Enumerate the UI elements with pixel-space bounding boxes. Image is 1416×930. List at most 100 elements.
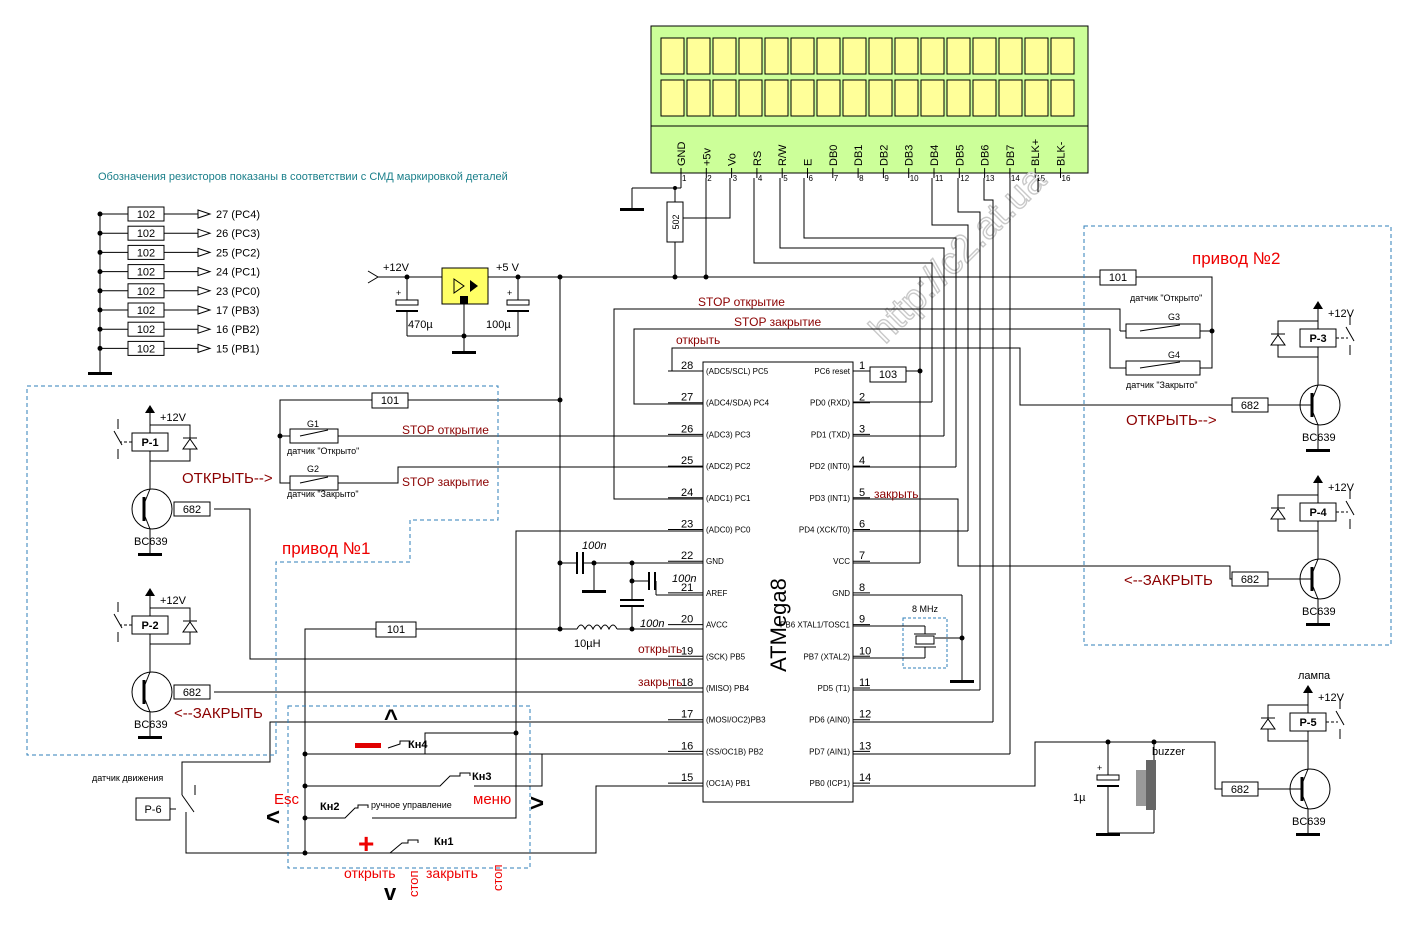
lcd-char-cell xyxy=(686,79,711,117)
mcu-pin-name: (ADC5/SCL) PC5 xyxy=(706,367,769,376)
resistor-value: 682 xyxy=(183,687,201,699)
transistor-label: BC639 xyxy=(134,536,168,548)
lcd-char-cell xyxy=(920,37,945,75)
drive1-title: привод №1 xyxy=(282,539,370,558)
mcu-pin-name: PD2 (INT0) xyxy=(810,462,851,471)
button-kn2: Кн2 xyxy=(320,801,339,813)
label-12v-in: +12V xyxy=(383,262,410,274)
key-stop-label-1: стоп xyxy=(406,870,421,897)
resistor-target: 15 (PB1) xyxy=(216,343,259,355)
mcu-pin-name: (SS/OC1B) PB2 xyxy=(706,747,764,756)
mcu-pin-name: GND xyxy=(832,589,850,598)
lcd-pin-name: DB0 xyxy=(828,145,840,166)
lcd-char-cell xyxy=(972,79,997,117)
mcu-pin-number: 14 xyxy=(859,772,871,784)
resistor-target: 17 (PB3) xyxy=(216,305,259,317)
lcd-pin-name: BLK- xyxy=(1056,141,1068,166)
mcu-pin-number: 28 xyxy=(681,360,693,372)
base-resistor xyxy=(1231,397,1269,413)
sensor-open-left: датчик "Открыто" xyxy=(287,446,359,456)
mcu-pin-number: 8 xyxy=(859,582,865,594)
key-stop-label-2: стоп xyxy=(490,864,505,891)
lcd-pin-name: DB4 xyxy=(929,145,941,166)
lcd-pin-number: 5 xyxy=(783,174,788,183)
mcu-pin-name: (ADC4/SDA) PC4 xyxy=(706,399,770,408)
mcu-pin-name: (ADC0) PC0 xyxy=(706,526,751,535)
lcd-char-cell xyxy=(660,79,685,117)
crystal-8mhz: 8 MHz xyxy=(912,604,939,614)
c-100n-1: 100n xyxy=(582,540,606,552)
lcd-pin-name: +5v xyxy=(701,147,713,166)
lcd-char-cell xyxy=(1050,79,1075,117)
mcu-pin-name: PD6 (AIN0) xyxy=(809,716,850,725)
mcu-pin-number: 20 xyxy=(681,614,693,626)
mcu-pin-number: 25 xyxy=(681,455,693,467)
sensor-network-left: 101 G1 датчик "Открыто" G2 датчик "Закры… xyxy=(277,392,560,499)
mcu-pin-name: VCC xyxy=(833,557,850,566)
svg-text:+: + xyxy=(396,288,401,298)
mcu-pin-name: PD1 (TXD) xyxy=(811,430,850,439)
mcu-pin-name: PB6 XTAL1/TOSC1 xyxy=(780,621,851,630)
resistor-value: 682 xyxy=(1231,784,1249,796)
mcu-name: ATMega8 xyxy=(766,578,791,672)
lcd-char-cell xyxy=(1024,79,1049,117)
lcd-char-cell xyxy=(894,37,919,75)
switch-g2: G2 xyxy=(307,464,319,474)
r-103: 103 xyxy=(879,369,897,381)
key-close-label: закрыть xyxy=(426,865,478,881)
mcu-pin-number: 21 xyxy=(681,582,693,594)
mcu-pin-number: 22 xyxy=(681,550,693,562)
button-kn1: Кн1 xyxy=(434,836,453,848)
switch-g1: G1 xyxy=(307,419,319,429)
lcd-pin-name: DB1 xyxy=(853,145,865,166)
key-esc-label: Esc xyxy=(274,791,300,808)
lcd-char-cell xyxy=(920,79,945,117)
mcu-pin-number: 2 xyxy=(859,392,865,404)
lcd-char-cell xyxy=(712,37,737,75)
lcd-pin-number: 10 xyxy=(910,174,919,183)
lcd-cells xyxy=(660,37,1075,117)
lcd-pin-name: RS xyxy=(752,151,764,166)
resistor-target: 23 (PC0) xyxy=(216,286,260,298)
transistor-label: BC639 xyxy=(1302,606,1336,618)
mcu-pin-name: PD4 (XCK/T0) xyxy=(799,526,850,535)
resistor-note: Обозначения резисторов показаны в соотве… xyxy=(98,171,508,183)
label-stop-open-top: STOP открытие xyxy=(698,295,785,309)
c-470: 470µ xyxy=(408,319,433,331)
lcd-char-cell xyxy=(712,79,737,117)
open-arrow-left: ОТКРЫТЬ--> xyxy=(182,470,273,487)
inductor-10uh: 10µH xyxy=(574,638,601,650)
label-12v: +12V xyxy=(1318,692,1345,704)
close-arrow-left: <--ЗАКРЫТЬ xyxy=(174,705,263,722)
lcd-pin-number: 15 xyxy=(1036,174,1045,183)
resistor-value: 102 xyxy=(137,343,155,355)
lcd-pin-name: E xyxy=(803,159,815,166)
mcu-pin-name: (ADC3) PC3 xyxy=(706,430,751,439)
lcd-char-cell xyxy=(868,79,893,117)
mcu-pin-name: PD0 (RXD) xyxy=(810,399,850,408)
lcd-char-cell xyxy=(1024,37,1049,75)
key-left-arrow: < xyxy=(266,804,280,831)
lcd-char-cell xyxy=(868,37,893,75)
mcu-pin-number: 27 xyxy=(681,392,693,404)
switch-g4: G4 xyxy=(1168,350,1180,360)
mcu-pin-number: 23 xyxy=(681,519,693,531)
resistor-value: 102 xyxy=(137,247,155,259)
lcd-wiring: 502 xyxy=(557,178,1100,754)
lcd-pins: GND1+5v2Vo3RS4R/W5E6DB07DB18DB29DB310DB4… xyxy=(676,139,1071,183)
crystal: 8 MHz xyxy=(853,594,974,683)
button-kn4: Кн4 xyxy=(408,739,428,751)
manual-control-label: ручное управление xyxy=(371,800,452,810)
mcu-pin-number: 15 xyxy=(681,772,693,784)
lcd-pin-name: GND xyxy=(676,142,688,167)
sensor-closed-right: датчик "Закрыто" xyxy=(1126,380,1198,390)
minus-sign-icon xyxy=(355,743,381,748)
mcu-pin-number: 9 xyxy=(859,614,865,626)
resistor-value: 102 xyxy=(137,228,155,240)
lcd-pin-number: 11 xyxy=(935,174,944,183)
mcu-pin-number: 13 xyxy=(859,740,871,752)
